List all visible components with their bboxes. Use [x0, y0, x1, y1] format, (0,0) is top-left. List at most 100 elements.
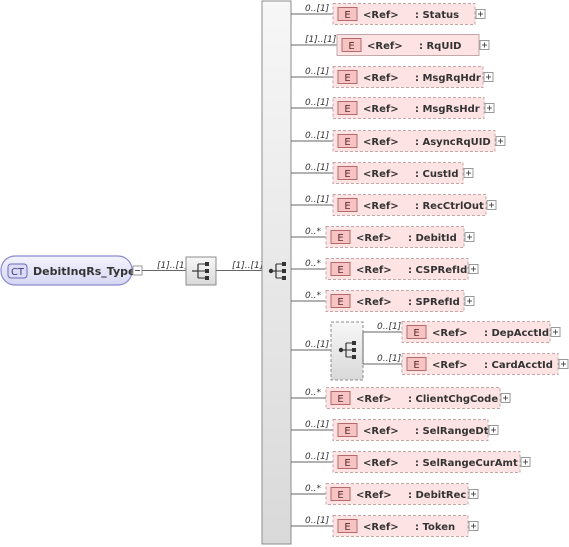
- element-name: : CSPRefId: [408, 265, 467, 276]
- element-box[interactable]: [336, 34, 480, 56]
- element-node[interactable]: 0..[1] E <Ref> : AsyncRqUID: [291, 130, 506, 152]
- root-expand-toggle[interactable]: [132, 265, 143, 276]
- occurrence-label: 0..*: [305, 388, 321, 398]
- element-node[interactable]: 0..[1]E<Ref>: CardAcctId: [363, 353, 569, 375]
- expand-toggle[interactable]: [463, 168, 474, 178]
- element-box[interactable]: [332, 162, 464, 184]
- expand-toggle[interactable]: [558, 359, 569, 369]
- element-box[interactable]: [325, 290, 465, 312]
- element-badge: [330, 294, 351, 308]
- expand-toggle[interactable]: [495, 136, 506, 146]
- element-badge-letter: E: [413, 360, 419, 371]
- element-box[interactable]: [332, 66, 484, 88]
- element-badge: [406, 357, 427, 371]
- element-node[interactable]: 0..[1]E<Ref>: RecCtrlOut: [291, 194, 497, 216]
- element-name: : MsgRqHdr: [415, 73, 481, 84]
- expand-toggle[interactable]: [520, 457, 531, 467]
- element-name: : SelRangeCurAmt: [415, 458, 518, 469]
- expand-toggle[interactable]: [468, 521, 479, 531]
- element-ref: <Ref>: [363, 10, 399, 21]
- root-type-name: DebitInqRs_Type: [33, 265, 136, 278]
- element-badge: [337, 423, 358, 437]
- element-node[interactable]: 0..*E<Ref>: DebitId: [291, 226, 475, 248]
- expand-toggle[interactable]: [488, 425, 499, 435]
- element-box[interactable]: [401, 321, 551, 343]
- element-name: : CustId: [415, 169, 459, 180]
- group-compositor[interactable]: [330, 321, 364, 381]
- expand-toggle[interactable]: [483, 72, 494, 82]
- element-node[interactable]: 0..[1]E<Ref>: MsgRsHdr: [291, 97, 495, 119]
- element-ref: <Ref>: [432, 360, 468, 371]
- element-box[interactable]: [332, 130, 496, 152]
- element-ref: <Ref>: [367, 41, 403, 52]
- element-node[interactable]: 0..[1]E<Ref>: SelRangeDt: [291, 419, 499, 441]
- element-badge-letter: E: [344, 137, 350, 148]
- element-badge: [337, 519, 358, 533]
- occurrence-label: 0..[1]: [377, 354, 402, 364]
- element-box[interactable]: [325, 483, 469, 505]
- element-ref: <Ref>: [363, 458, 399, 469]
- element-ref: <Ref>: [363, 169, 399, 180]
- element-badge: [337, 70, 358, 84]
- element-name: : MsgRsHdr: [415, 104, 480, 115]
- element-ref: <Ref>: [363, 73, 399, 84]
- expand-toggle[interactable]: [475, 9, 486, 19]
- element-badge-letter: E: [344, 10, 350, 21]
- element-name: : DebitRec: [408, 490, 466, 501]
- expand-toggle[interactable]: [486, 200, 497, 210]
- element-box[interactable]: [325, 258, 469, 280]
- element-box[interactable]: [325, 226, 465, 248]
- element-node[interactable]: 0..*E<Ref>: CSPRefId: [291, 258, 479, 280]
- element-badge-letter: E: [344, 169, 350, 180]
- element-badge-letter: E: [344, 522, 350, 533]
- sequence-compositor[interactable]: [185, 256, 217, 286]
- element-box[interactable]: [332, 419, 489, 441]
- occurrence-label: 0..[1]: [305, 4, 330, 14]
- element-badge: [337, 166, 358, 180]
- sequence-bar[interactable]: [261, 0, 292, 545]
- occurrence-label: 0..[1]: [305, 131, 330, 141]
- element-ref: <Ref>: [363, 137, 399, 148]
- expand-toggle[interactable]: [468, 489, 479, 499]
- element-box[interactable]: [325, 387, 501, 409]
- element-badge-letter: E: [344, 426, 350, 437]
- element-badge: [330, 487, 351, 501]
- element-node[interactable]: [1]..[1]E<Ref>: RqUID: [291, 34, 490, 56]
- expand-toggle[interactable]: [479, 40, 490, 50]
- element-node[interactable]: 0..[1]E<Ref>: Token: [291, 515, 479, 537]
- element-ref: <Ref>: [356, 394, 392, 405]
- sequence-occurrence: [1]..[1]: [232, 261, 264, 271]
- sequence-bar-icon: [268, 262, 286, 280]
- element-node[interactable]: 0..*E<Ref>: SPRefId: [291, 290, 475, 312]
- expand-toggle[interactable]: [468, 264, 479, 274]
- element-ref: <Ref>: [356, 297, 392, 308]
- element-box[interactable]: [332, 194, 487, 216]
- element-node[interactable]: 0..[1]E<Ref>: SelRangeCurAmt: [291, 451, 531, 473]
- element-box[interactable]: [332, 515, 469, 537]
- expand-toggle[interactable]: [500, 393, 511, 403]
- root-complex-type[interactable]: CT DebitInqRs_Type: [0, 255, 136, 286]
- element-name: : AsyncRqUID: [415, 137, 491, 148]
- expand-toggle[interactable]: [464, 232, 475, 242]
- element-box[interactable]: [332, 451, 521, 473]
- element-box[interactable]: [332, 97, 485, 119]
- element-node[interactable]: 0..[1]E<Ref>: MsgRqHdr: [291, 66, 494, 88]
- ct-badge: CT: [11, 267, 25, 278]
- element-node[interactable]: 0..[1]E<Ref>: Status: [291, 3, 486, 25]
- element-node[interactable]: 0..*E<Ref>: DebitRec: [291, 483, 479, 505]
- element-node[interactable]: 0..[1]E<Ref>: DepAcctId: [363, 321, 561, 343]
- element-box[interactable]: [332, 3, 476, 25]
- expand-toggle[interactable]: [464, 296, 475, 306]
- expand-toggle[interactable]: [550, 327, 561, 337]
- choice-group[interactable]: 0..[1]0..[1]E<Ref>: DepAcctId0..[1]E<Ref…: [291, 321, 569, 381]
- element-name: : Token: [415, 522, 455, 533]
- element-badge: [330, 262, 351, 276]
- element-badge: [341, 38, 362, 52]
- element-ref: <Ref>: [363, 522, 399, 533]
- element-node[interactable]: 0..[1]E<Ref>: CustId: [291, 162, 474, 184]
- element-node[interactable]: 0..*E<Ref>: ClientChgCode: [291, 387, 511, 409]
- element-badge: [330, 230, 351, 244]
- element-badge-letter: E: [344, 458, 350, 469]
- element-box[interactable]: [401, 353, 559, 375]
- expand-toggle[interactable]: [484, 103, 495, 113]
